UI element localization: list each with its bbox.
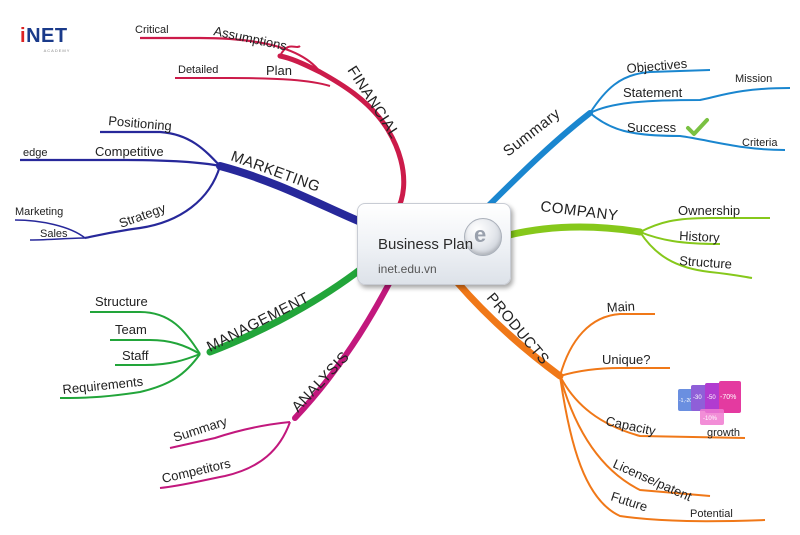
strategy-line — [84, 165, 222, 240]
sale-tag: -10% — [700, 409, 724, 425]
company-structure-line — [639, 231, 753, 279]
staff-line — [115, 353, 201, 366]
company-structure-label: Structure — [679, 253, 733, 272]
statement-label: Statement — [623, 85, 683, 100]
sale-tag: -70% — [719, 381, 741, 413]
central-topic-url: inet.edu.vn — [378, 262, 437, 276]
marketing-connector — [216, 162, 372, 229]
products-label: PRODUCTS — [483, 290, 553, 368]
branch-company: COMPANY Ownership History Structure — [501, 198, 770, 279]
ownership-label: Ownership — [678, 203, 740, 218]
svg-text:-10%: -10% — [703, 416, 718, 422]
positioning-line — [100, 130, 221, 167]
sale-tag: -1,-20 — [678, 389, 694, 411]
svg-text:-1,-20: -1,-20 — [679, 398, 692, 404]
unique-label: Unique? — [602, 352, 650, 367]
analysis-summary-label: Summary — [171, 413, 229, 445]
success-line — [589, 112, 786, 151]
company-label: COMPANY — [540, 198, 620, 224]
license-line — [559, 375, 711, 497]
branch-marketing: MARKETING Positioning Competitive Strate… — [14, 113, 372, 241]
ownership-line — [639, 217, 770, 233]
company-connector — [501, 223, 644, 240]
future-label: Future — [609, 489, 649, 515]
success-label: Success — [627, 120, 677, 135]
staff-label: Staff — [122, 348, 149, 363]
sale-tags-icon: -1,-20 -30 -50 -70% -10% — [678, 381, 741, 425]
requirements-line — [59, 353, 201, 399]
financial-connector — [277, 53, 407, 231]
financial-label: FINANCIAL — [344, 63, 403, 142]
edge-label: edge — [23, 147, 47, 159]
svg-text:-70%: -70% — [720, 394, 736, 401]
check-icon — [686, 118, 709, 136]
sales-label: Sales — [40, 228, 68, 240]
branch-summary: Summary Objectives Statement Success Mis… — [473, 56, 791, 221]
team-line — [110, 339, 201, 355]
summary-label: Summary — [500, 105, 564, 160]
capacity-label: Capacity — [604, 413, 657, 438]
unique-line — [559, 367, 670, 377]
main-label: Main — [606, 299, 635, 315]
potential-label: Potential — [690, 508, 733, 520]
competitive-label: Competitive — [95, 144, 164, 159]
detailed-label: Detailed — [178, 64, 218, 76]
management-connector — [206, 258, 374, 356]
analysis-summary-line — [169, 421, 291, 449]
management-label: MANAGEMENT — [204, 289, 312, 355]
analysis-connector — [292, 275, 395, 421]
competitive-line — [20, 158, 221, 168]
central-topic-title: Business Plan — [378, 236, 474, 253]
objectives-line — [589, 69, 711, 114]
mgmt-structure-label: Structure — [95, 294, 148, 309]
financial-connector-tail — [279, 45, 301, 57]
plan-line — [175, 77, 331, 87]
sale-tag: -50 — [705, 383, 721, 413]
team-label: Team — [115, 322, 147, 337]
products-connector — [453, 278, 564, 380]
positioning-label: Positioning — [108, 113, 173, 133]
capacity-line — [559, 375, 746, 439]
plan-label: Plan — [266, 63, 292, 78]
sales-leaf-line — [29, 237, 86, 241]
history-line — [639, 231, 721, 245]
marketing-leaf-line — [14, 219, 86, 239]
growth-label: growth — [707, 427, 740, 439]
strategy-label: Strategy — [117, 200, 168, 231]
svg-text:-50: -50 — [707, 395, 716, 401]
critical-label: Critical — [135, 24, 169, 36]
branch-financial: FINANCIAL Assumptions Plan Critical Deta… — [135, 23, 407, 231]
analysis-label: ANALYSIS — [288, 348, 352, 415]
competitors-line — [159, 421, 291, 489]
criteria-label: Criteria — [742, 137, 778, 149]
mgmt-structure-line — [90, 311, 201, 355]
emblem-icon: e — [464, 218, 502, 256]
svg-text:-30: -30 — [693, 395, 702, 401]
sale-tag: -30 — [691, 385, 707, 411]
history-label: History — [679, 228, 721, 245]
statement-line — [589, 87, 791, 114]
main-line — [559, 313, 655, 377]
inet-logo: iNET ACADEMY — [20, 25, 71, 53]
assumptions-label: Assumptions — [212, 23, 288, 53]
objectives-label: Objectives — [626, 56, 688, 76]
future-line — [559, 375, 766, 523]
assumptions-line — [140, 36, 321, 73]
central-topic-node[interactable]: e Business Plan inet.edu.vn — [357, 203, 511, 285]
mission-label: Mission — [735, 73, 772, 85]
marketing-leaf-label: Marketing — [15, 206, 63, 218]
